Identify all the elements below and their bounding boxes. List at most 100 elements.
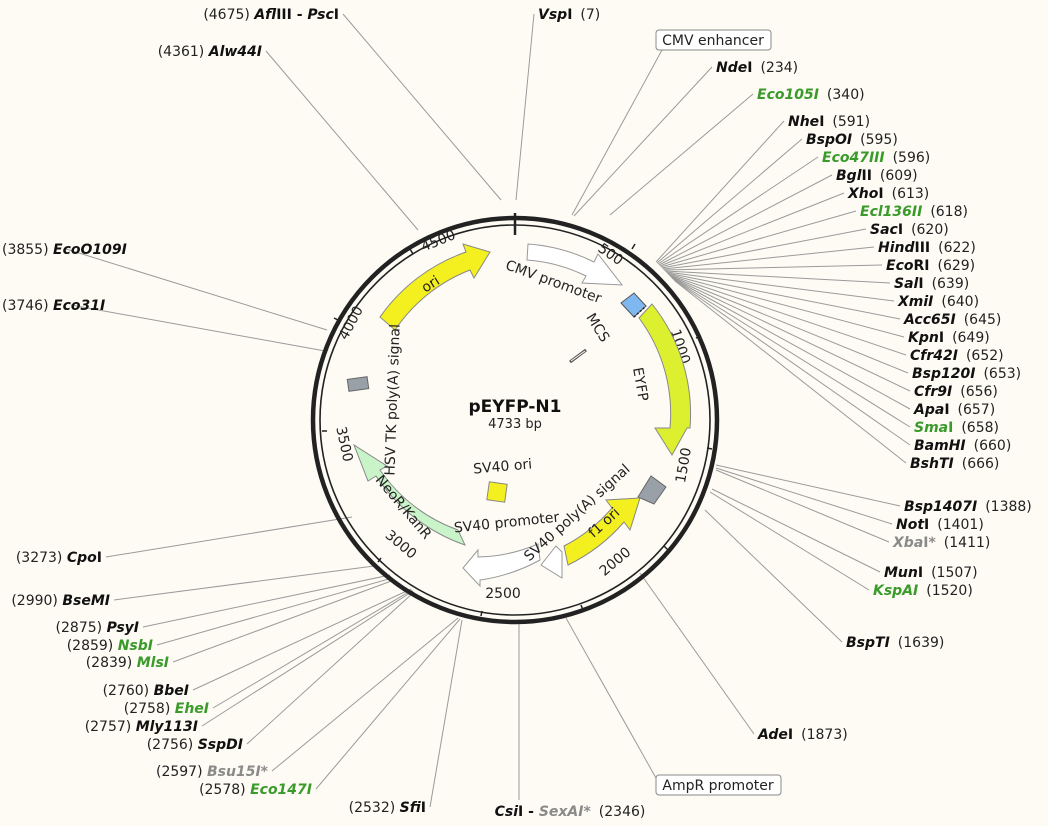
site-position: (658) (961, 420, 999, 436)
tick-mark (706, 447, 713, 450)
site-leader-line (656, 138, 803, 264)
site-name-part: I (944, 402, 949, 418)
site-position: (1873) (801, 727, 848, 743)
site-label: (2597) Bsu15I* (156, 764, 269, 780)
site-name-part: I (334, 7, 339, 23)
site-leader-line (669, 275, 909, 374)
tick-mark (580, 604, 584, 611)
site-position: (2756) (147, 737, 198, 753)
site-label: MunI(1507) (884, 565, 978, 581)
feature-eyfp[interactable] (638, 303, 692, 456)
feature-mcs[interactable] (620, 292, 647, 318)
site-name-part: EheI (175, 701, 209, 717)
feature-label-hsv-tk-polya-signal: HSV TK poly(A) signal (382, 324, 403, 476)
mcs-dotted-edge (633, 305, 647, 318)
site-name-part: Xba (892, 535, 923, 551)
site-position: (3746) (2, 298, 53, 314)
site-leader-line (70, 304, 326, 352)
site-name-part: I (918, 276, 923, 292)
site-label: EcoRI(629) (886, 258, 975, 274)
site-name-part: Cfr42I (910, 348, 958, 364)
site-name-part: II (862, 168, 872, 184)
site-name-part: Cfr9I (914, 384, 952, 400)
site-name-part: Eco147I (250, 782, 312, 798)
site-leader-line (342, 13, 502, 201)
feature-ori[interactable] (379, 243, 491, 331)
site-name-part: BbeI (154, 683, 189, 699)
site-label: (4361) Alw44I (158, 44, 262, 60)
site-name-part: Sac (870, 222, 899, 238)
site-leader-line (571, 49, 663, 216)
site-position: (234) (760, 60, 798, 76)
site-leader-line (265, 50, 419, 231)
tick-label-3000: 3000 (382, 527, 420, 562)
site-name-part: Cpo (67, 550, 97, 566)
site-position: (1507) (931, 565, 978, 581)
site-leader-line (662, 246, 875, 270)
restriction-sites: VspI(7)NdeI(234)Eco105I(340)NheI(591)Bsp… (2, 7, 1032, 820)
site-position: (629) (937, 258, 975, 274)
site-position: (657) (958, 402, 996, 418)
site-name-part: I (788, 727, 793, 743)
site-label: NheI(591) (788, 114, 870, 130)
site-name-part: I* (923, 535, 936, 551)
site-name-part: Mly113I (136, 719, 198, 735)
site-label: SalI(639) (894, 276, 969, 292)
site-label: (3273) CpoI (16, 550, 102, 566)
site-name-part: I (747, 60, 752, 76)
feature-neor-kanr[interactable] (352, 443, 466, 546)
tick-label-2000: 2000 (597, 544, 635, 579)
site-label: XbaI*(1411) (892, 535, 990, 551)
feature-sv40-polya-signal-box[interactable] (637, 475, 667, 505)
site-name-part: BspOI (806, 132, 852, 148)
site-position: (613) (892, 186, 930, 202)
site-leader-line (711, 488, 881, 573)
site-label: BglII(609) (836, 168, 918, 184)
site-name-part: Ecl136II (860, 204, 922, 220)
feature-f1-ori[interactable] (563, 497, 641, 566)
site-position: (340) (827, 87, 865, 103)
site-position: (3855) (2, 242, 53, 258)
site-position: (595) (860, 132, 898, 148)
site-position: (2346) (599, 804, 646, 820)
feature-cmv-promoter[interactable] (526, 243, 624, 286)
feature-sv40-promoter[interactable] (462, 543, 541, 588)
feature-hsv-tk-polya-box[interactable] (346, 376, 370, 392)
ampr-promoter-box (655, 774, 782, 796)
site-position: (660) (974, 438, 1012, 454)
site-position: (656) (960, 384, 998, 400)
site-leader-line (246, 591, 415, 745)
site-position: (2990) (11, 593, 62, 609)
site-label: (2532) SfiI (349, 800, 426, 816)
feature-sv40-ori[interactable] (486, 481, 508, 503)
site-label: (2875) PsyI (56, 620, 139, 636)
site-label: NdeI(234) (716, 60, 798, 76)
site-position: (7) (580, 7, 600, 23)
site-label: NotI(1401) (896, 517, 984, 533)
site-name-part: SspDI (198, 737, 243, 753)
site-position: (1639) (898, 635, 945, 651)
site-leader-line (65, 248, 328, 331)
site-leader-line (674, 280, 907, 464)
site-position: (2757) (85, 719, 136, 735)
site-name-part: XmiI (897, 294, 933, 310)
site-leader-line (715, 467, 893, 525)
site-label: (2859) NsbI (67, 638, 153, 654)
site-name-part: PsyI (107, 620, 139, 636)
site-name-part: NsbI (118, 638, 153, 654)
site-name-part: Alw44I (208, 44, 262, 60)
site-position: (3273) (16, 550, 67, 566)
site-name-part: RI (913, 258, 929, 274)
site-position: (2532) (349, 800, 400, 816)
site-label: VspI(7) (538, 7, 600, 23)
site-label: (2990) BseMI (11, 593, 110, 609)
site-leader-line (105, 516, 353, 558)
leader-lines (65, 13, 911, 808)
site-label: (3855) EcoO109I (2, 242, 127, 258)
site-position: (2597) (156, 764, 207, 780)
site-name-part: Not (896, 517, 925, 533)
site-name-part: Apa (913, 402, 944, 418)
feature-sv40-promoter-arrow-small[interactable] (540, 545, 563, 579)
site-position: (2760) (103, 683, 154, 699)
